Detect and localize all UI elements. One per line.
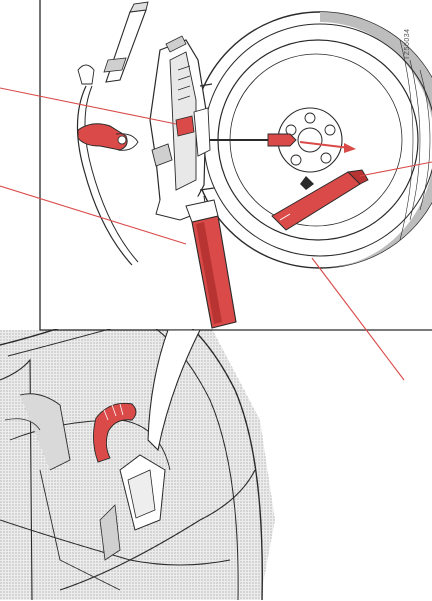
figure-code: TZ56034	[404, 14, 416, 60]
trunk-compartment	[0, 300, 275, 600]
